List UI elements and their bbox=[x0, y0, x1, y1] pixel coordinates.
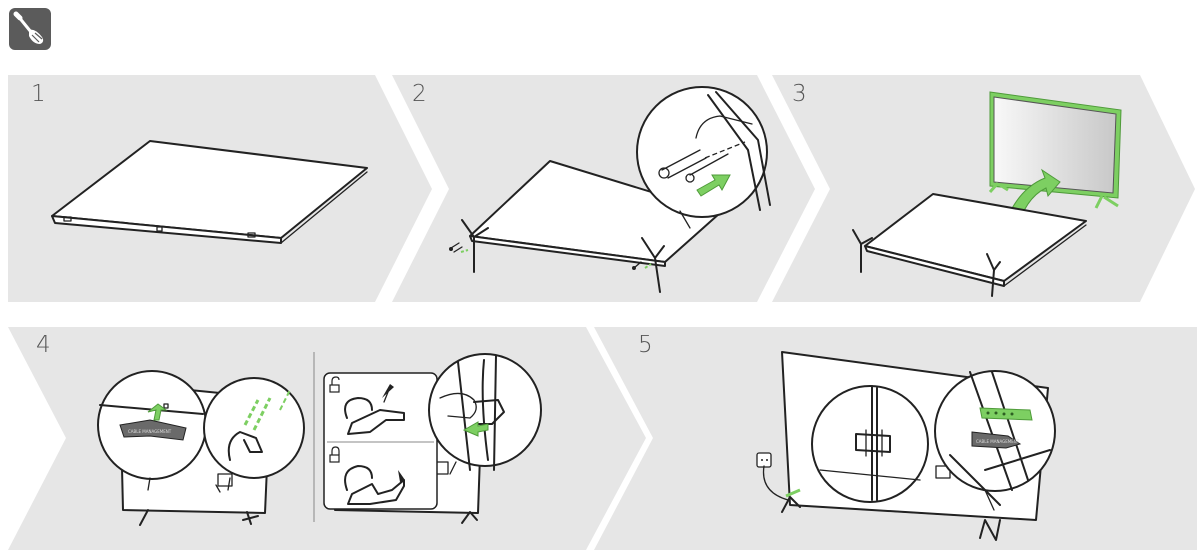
clip-stamp-text-a: CABLE MANAGEMENT bbox=[128, 429, 172, 434]
tool-badge bbox=[9, 8, 51, 50]
unlock-icon bbox=[329, 376, 340, 393]
clip-stamp-text-e: CABLE MANAGEMENT bbox=[976, 439, 1020, 444]
screwdriver-icon bbox=[13, 11, 44, 44]
lock-icon bbox=[329, 446, 340, 463]
step2-tv-with-stands bbox=[449, 86, 771, 293]
step-number-2: 2 bbox=[412, 81, 427, 107]
step4-cable-clip: CABLE MANAGEMENT bbox=[97, 352, 542, 526]
step5-tv-rear-assembled: CABLE MANAGEMENT bbox=[756, 351, 1056, 541]
step1-tv-face-down bbox=[51, 140, 368, 244]
step-number-1: 1 bbox=[31, 81, 46, 107]
step-number-5: 5 bbox=[638, 332, 653, 358]
step3-tv-upright bbox=[852, 91, 1122, 297]
step-number-4: 4 bbox=[36, 332, 51, 358]
step-number-3: 3 bbox=[792, 81, 807, 107]
